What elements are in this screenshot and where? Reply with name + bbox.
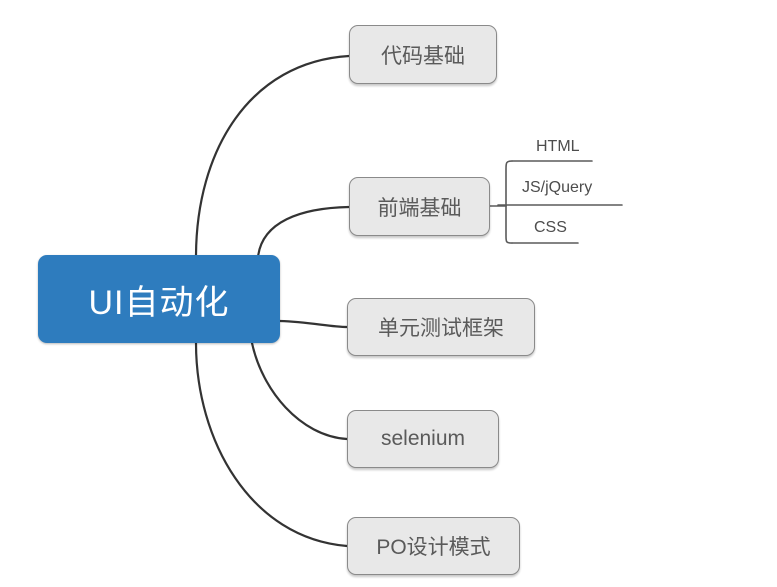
mindmap-leaf-html[interactable]: HTML xyxy=(536,138,580,155)
mindmap-root-node[interactable]: UI自动化 xyxy=(38,255,280,343)
connector-root-to-unit-test-framework xyxy=(278,319,349,329)
branch-label: selenium xyxy=(380,427,466,450)
root-node-label: UI自动化 xyxy=(88,283,230,322)
branch-label: PO设计模式 xyxy=(376,536,491,559)
connector-root-to-code-basics xyxy=(194,54,351,259)
connector-root-to-po-pattern xyxy=(194,341,349,548)
leaf-bracket-corner-top xyxy=(505,160,513,207)
branch-label: 代码基础 xyxy=(381,44,465,68)
mindmap-branch-selenium[interactable]: selenium xyxy=(347,410,499,468)
mindmap-branch-unit-test-framework[interactable]: 单元测试框架 xyxy=(347,298,535,356)
mindmap-leaf-jsjquery[interactable]: JS/jQuery xyxy=(522,179,593,196)
connector-root-to-selenium xyxy=(250,341,349,441)
mindmap-branch-po-design-pattern[interactable]: PO设计模式 xyxy=(347,517,520,575)
leaf-bracket-corner-bottom xyxy=(505,205,513,244)
branch-label: 单元测试框架 xyxy=(378,317,504,340)
branch-label: 前端基础 xyxy=(377,196,462,220)
mindmap-branch-frontend-basics[interactable]: 前端基础 xyxy=(349,177,490,236)
mindmap-leaf-css[interactable]: CSS xyxy=(534,219,567,236)
connector-root-to-frontend-basics xyxy=(256,205,351,259)
mindmap-branch-code-basics[interactable]: 代码基础 xyxy=(349,25,497,84)
